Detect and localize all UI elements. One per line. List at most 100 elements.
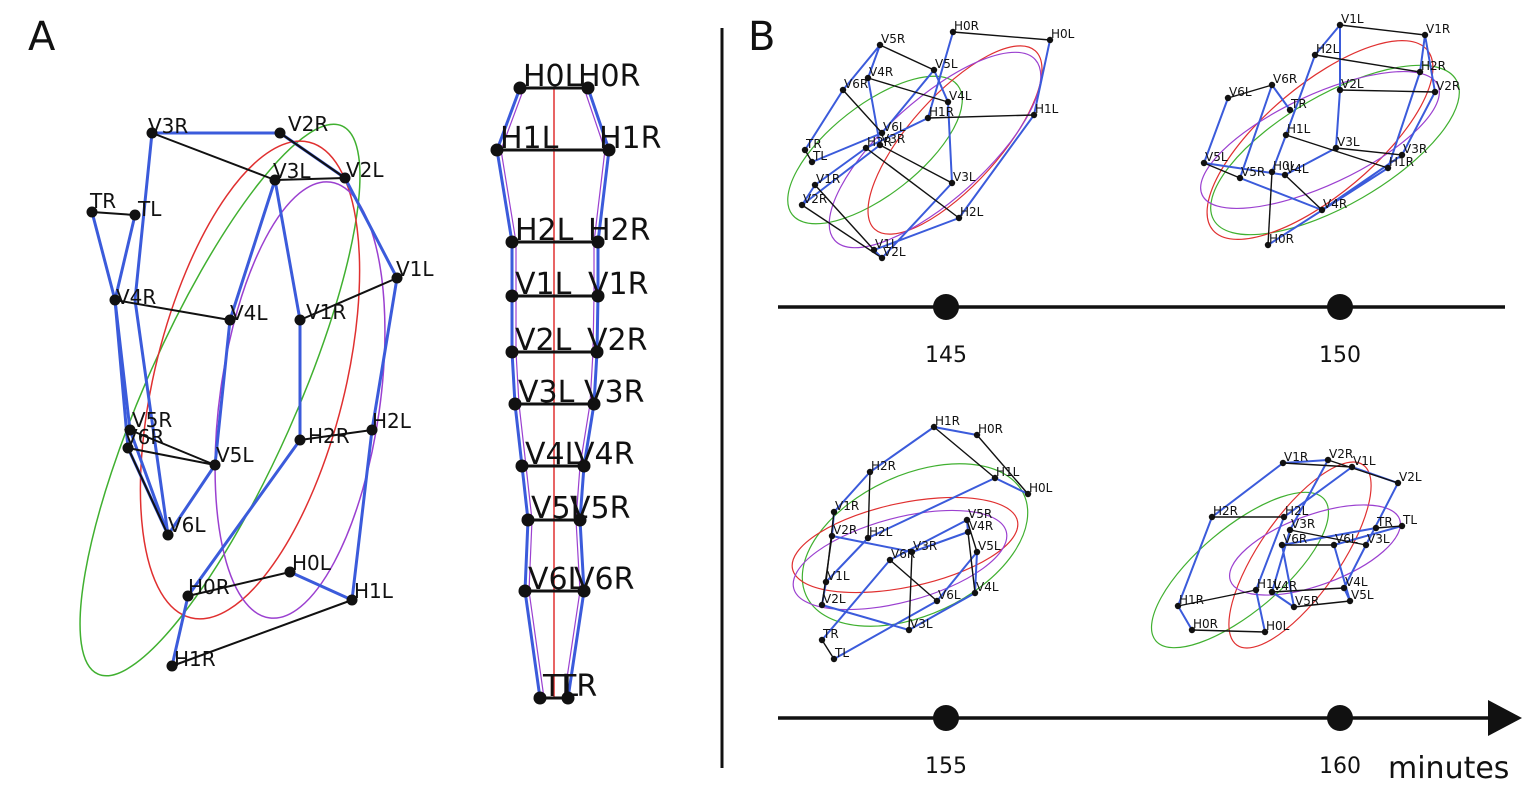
snapshot-rung bbox=[865, 147, 960, 219]
joint-label-v2l: V2L bbox=[346, 158, 384, 182]
snapshot-joint bbox=[971, 589, 979, 597]
timeline-marker bbox=[933, 294, 959, 320]
snapshot-contour-green bbox=[801, 463, 1029, 627]
snapshot-joint bbox=[1398, 522, 1406, 530]
joint-label-v5l: V5L bbox=[216, 443, 254, 467]
ladder-left-rail bbox=[495, 87, 542, 699]
snapshot-label-v4r: V4R bbox=[1323, 197, 1347, 211]
snapshot-label-h0l: H0L bbox=[1029, 481, 1053, 495]
snapshot-joint bbox=[866, 468, 874, 476]
tick-label-155: 155 bbox=[925, 754, 967, 779]
joint-label-h1r: H1R bbox=[174, 647, 216, 671]
snapshot-joint bbox=[1268, 588, 1276, 596]
snapshot-label-v5r: V5R bbox=[881, 32, 905, 46]
snapshot-joint bbox=[944, 98, 952, 106]
snapshot-contour-purple bbox=[1200, 70, 1440, 210]
snapshot-joint bbox=[1346, 597, 1354, 605]
ladder-joint bbox=[591, 235, 605, 249]
timeline-arrowhead bbox=[1488, 700, 1522, 736]
snapshot-joint bbox=[801, 146, 809, 154]
snapshot-label-v6r: V6R bbox=[1273, 72, 1297, 86]
snapshot-joint bbox=[830, 655, 838, 663]
snapshot-label-h1l: H1L bbox=[996, 465, 1020, 479]
snapshot-joint bbox=[808, 158, 816, 166]
snapshot-label-v1r: V1R bbox=[1426, 22, 1450, 36]
snapshot-label-v5r: V5R bbox=[1241, 165, 1265, 179]
snapshot-rung bbox=[908, 551, 913, 631]
snapshot-label-v5l: V5L bbox=[1205, 150, 1228, 164]
snapshot-left-rail bbox=[1255, 466, 1403, 633]
snapshot-joint bbox=[876, 141, 884, 149]
snapshot-rung bbox=[1267, 171, 1273, 246]
snapshot-joint bbox=[864, 534, 872, 542]
snapshot-joint bbox=[822, 578, 830, 586]
snapshot-label-v4l: V4L bbox=[1286, 162, 1309, 176]
snapshot-label-h1r: H1R bbox=[1179, 593, 1204, 607]
snapshot-joint bbox=[876, 41, 884, 49]
ladder-joint bbox=[518, 584, 532, 598]
snapshot-label-v3r: V3R bbox=[1403, 142, 1427, 156]
snapshot-label-tr: TR bbox=[805, 137, 822, 151]
ladder-joint bbox=[490, 143, 504, 157]
ladder-joint bbox=[590, 345, 604, 359]
joint-label-h2r: H2R bbox=[308, 424, 350, 448]
snapshot-label-h1l: H1L bbox=[1035, 102, 1059, 116]
snapshot-joint bbox=[930, 423, 938, 431]
snapshot-joint bbox=[1336, 21, 1344, 29]
timeline-marker bbox=[933, 705, 959, 731]
snapshot-joint bbox=[1324, 456, 1332, 464]
snapshot-joint bbox=[886, 556, 894, 564]
snapshot-label-h2r: H2R bbox=[1213, 504, 1238, 518]
snapshot-contour-red bbox=[791, 496, 1019, 594]
snapshot-joint bbox=[930, 66, 938, 74]
snapshot-joint bbox=[1188, 626, 1196, 634]
snapshot-joint bbox=[839, 86, 847, 94]
snapshot-rung bbox=[1191, 629, 1266, 633]
ladder-joint bbox=[602, 143, 616, 157]
snapshot-joint bbox=[1024, 490, 1032, 498]
snapshot-label-tl: TL bbox=[834, 646, 849, 660]
snapshot-label-v4l: V4L bbox=[976, 580, 999, 594]
snapshot-rung bbox=[952, 31, 1051, 41]
snapshot-joint bbox=[1030, 111, 1038, 119]
snapshot-rung bbox=[1203, 162, 1241, 179]
snapshot-label-v2r: V2R bbox=[803, 192, 827, 206]
snapshot-rung bbox=[889, 559, 938, 602]
joint-label-v6l: V6L bbox=[168, 513, 206, 537]
snapshot-label-v5r: V5R bbox=[968, 507, 992, 521]
snapshot-label-tl: TL bbox=[812, 149, 827, 163]
chain-rungs bbox=[91, 132, 398, 667]
snapshot-joint bbox=[878, 254, 886, 262]
ladder-joint bbox=[513, 81, 527, 95]
tick-label-150: 150 bbox=[1319, 343, 1361, 368]
snapshot-contour-purple bbox=[1228, 504, 1402, 596]
joint-label-h2l: H2L bbox=[372, 409, 412, 433]
snapshot-joint bbox=[1174, 602, 1182, 610]
snapshot-label-v5l: V5L bbox=[1351, 588, 1374, 602]
ladder-joint bbox=[581, 81, 595, 95]
snapshot-label-tl: TL bbox=[1402, 513, 1417, 527]
snapshot-joint bbox=[955, 214, 963, 222]
snapshot-joint bbox=[924, 114, 932, 122]
snapshot-label-v2r: V2R bbox=[833, 523, 857, 537]
ladder-label-h0r: H0R bbox=[578, 59, 641, 94]
snapshot-joint bbox=[964, 528, 972, 536]
snapshot-contour-red bbox=[867, 45, 1043, 235]
snapshot-rung bbox=[1289, 529, 1367, 546]
snapshot-rung bbox=[1327, 459, 1399, 484]
snapshot-label-v5l: V5L bbox=[978, 539, 1001, 553]
snapshot-rung bbox=[1284, 174, 1323, 211]
snapshot-joint bbox=[1332, 144, 1340, 152]
snapshot-label-v1l: V1L bbox=[1353, 454, 1376, 468]
joint-label-v4l: V4L bbox=[230, 301, 268, 325]
snapshot-joint bbox=[949, 28, 957, 36]
snapshot-joint bbox=[1264, 241, 1272, 249]
ladder-label-v1r: V1R bbox=[588, 267, 648, 302]
snapshot-label-v2l: V2L bbox=[883, 245, 906, 259]
joint-label-v2r: V2R bbox=[288, 112, 328, 136]
snapshot-joint bbox=[1280, 513, 1288, 521]
snapshot-joint bbox=[1268, 168, 1276, 176]
